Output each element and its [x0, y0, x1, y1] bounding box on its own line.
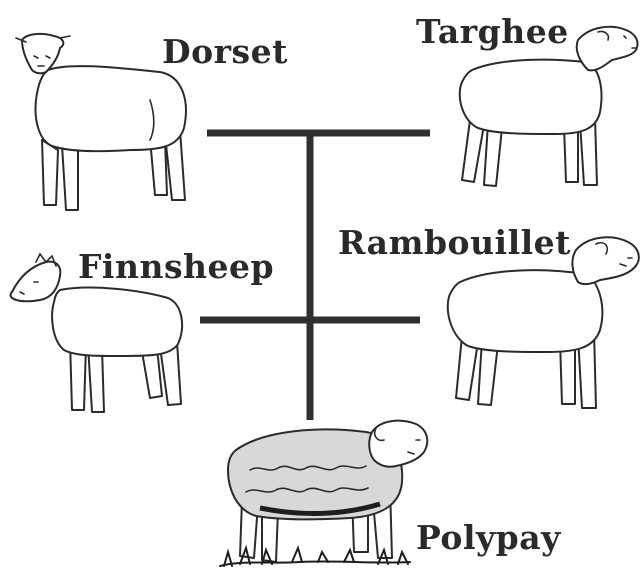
label-finnsheep: Finnsheep [78, 247, 274, 286]
label-targhee: Targhee [416, 12, 569, 51]
label-dorset: Dorset [162, 32, 288, 71]
dorset-sheep [16, 34, 186, 210]
label-rambouillet: Rambouillet [338, 223, 571, 262]
label-polypay: Polypay [416, 518, 561, 557]
rambouillet-sheep [448, 237, 639, 408]
polypay-sheep [220, 421, 427, 566]
